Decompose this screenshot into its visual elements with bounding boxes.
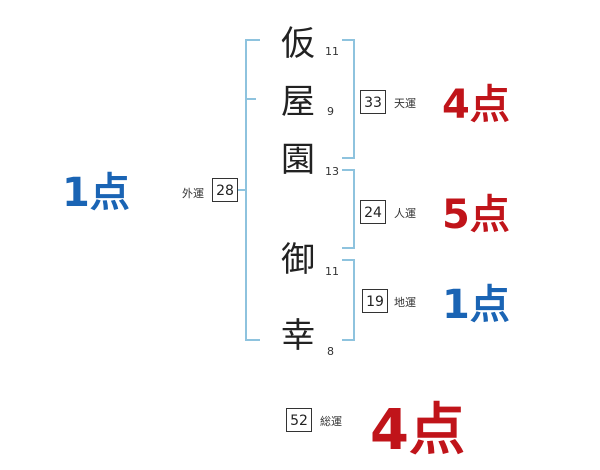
tenun-score: 4点 xyxy=(442,82,510,128)
souun-label: 総運 xyxy=(320,415,342,428)
stroke-count-4: 11 xyxy=(325,265,339,278)
name-char-4: 御 xyxy=(281,240,315,280)
jinun-bracket xyxy=(342,169,355,249)
jinun-box: 24 xyxy=(360,200,386,224)
souun-box: 52 xyxy=(286,408,312,432)
stroke-count-1: 11 xyxy=(325,45,339,58)
jinun-score: 5点 xyxy=(442,192,510,238)
stroke-count-2: 9 xyxy=(327,105,334,118)
chiun-bracket xyxy=(342,259,355,341)
name-char-3: 園 xyxy=(281,140,315,180)
tenun-bracket xyxy=(342,39,355,159)
outer-bracket xyxy=(245,39,260,341)
souun-score: 4点 xyxy=(370,398,465,463)
jinun-label: 人運 xyxy=(394,207,416,220)
stroke-count-3: 13 xyxy=(325,165,339,178)
chiun-label: 地運 xyxy=(394,296,416,309)
tenun-box: 33 xyxy=(360,90,386,114)
chiun-score: 1点 xyxy=(442,282,510,328)
tenun-label: 天運 xyxy=(394,97,416,110)
gaiun-box: 28 xyxy=(212,178,238,202)
chiun-box: 19 xyxy=(362,289,388,313)
name-char-2: 屋 xyxy=(281,82,315,122)
stroke-count-5: 8 xyxy=(327,345,334,358)
name-char-5: 幸 xyxy=(281,316,315,356)
gaiun-label: 外運 xyxy=(182,187,204,200)
name-char-1: 仮 xyxy=(281,24,315,64)
gaiun-score: 1点 xyxy=(62,170,130,216)
